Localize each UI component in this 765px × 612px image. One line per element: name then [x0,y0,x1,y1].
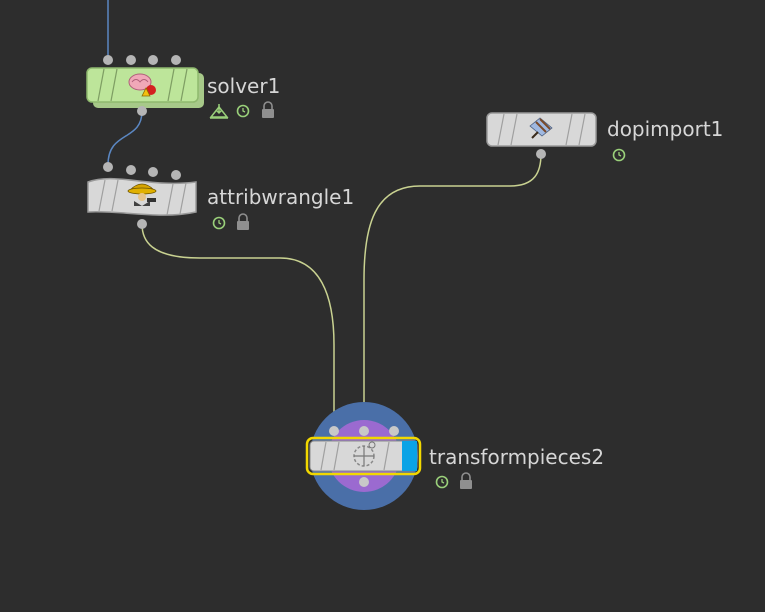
output-connector[interactable] [137,219,147,229]
wire-attribwrangle1-to-transformpieces2[interactable] [141,223,335,430]
node-dopimport1[interactable] [486,112,597,159]
input-connector[interactable] [171,170,181,180]
output-connector[interactable] [137,106,147,116]
flags-solver1 [209,101,274,119]
node-name-transformpieces2[interactable]: transformpieces2 [429,445,604,469]
input-connector[interactable] [148,167,158,177]
node-name-attribwrangle1[interactable]: attribwrangle1 [207,185,354,209]
lock-icon[interactable] [237,213,249,230]
lock-icon[interactable] [460,472,472,489]
input-connector[interactable] [126,165,136,175]
selection-highlight [305,436,422,476]
input-connector[interactable] [171,55,181,65]
node-body-stripes [497,113,586,146]
input-connectors [329,426,399,436]
flags-transformpieces2 [435,472,472,489]
dop-import-icon [529,117,553,139]
input-connector[interactable] [329,426,339,436]
output-connector[interactable] [536,149,546,159]
input-connector[interactable] [359,426,369,436]
input-connector[interactable] [103,55,113,65]
wire-solver1-to-attribwrangle1[interactable] [107,110,143,166]
brain-solver-icon [128,73,156,97]
transform-pieces-icon [353,441,376,467]
wire-dopimport1-to-transformpieces2[interactable] [363,153,542,430]
time-dependent-icon[interactable] [212,216,226,230]
node-transformpieces2[interactable] [305,402,422,510]
wrangler-cowboy-icon [127,183,157,206]
node-name-dopimport1[interactable]: dopimport1 [607,117,723,141]
node-body-stripes [98,179,187,216]
input-connectors [103,55,181,65]
flags-dopimport1 [612,148,626,162]
time-dependent-icon[interactable] [435,475,449,489]
node-body-stripes [97,68,188,102]
sop-import-icon[interactable] [209,104,229,119]
wires [107,0,542,430]
time-dependent-icon[interactable] [236,104,250,118]
input-connector[interactable] [103,162,113,172]
node-name-solver1[interactable]: solver1 [207,74,280,98]
lock-icon[interactable] [262,101,274,118]
input-connectors [103,162,181,180]
node-solver1[interactable] [86,55,204,116]
input-connector[interactable] [389,426,399,436]
input-connector[interactable] [148,55,158,65]
input-connector[interactable] [126,55,136,65]
output-connector[interactable] [359,477,369,487]
node-body-stripes [320,441,390,471]
node-attribwrangle1[interactable] [87,162,197,229]
display-flag[interactable] [402,441,417,471]
flags-attribwrangle1 [212,213,249,230]
time-dependent-icon[interactable] [612,148,626,162]
